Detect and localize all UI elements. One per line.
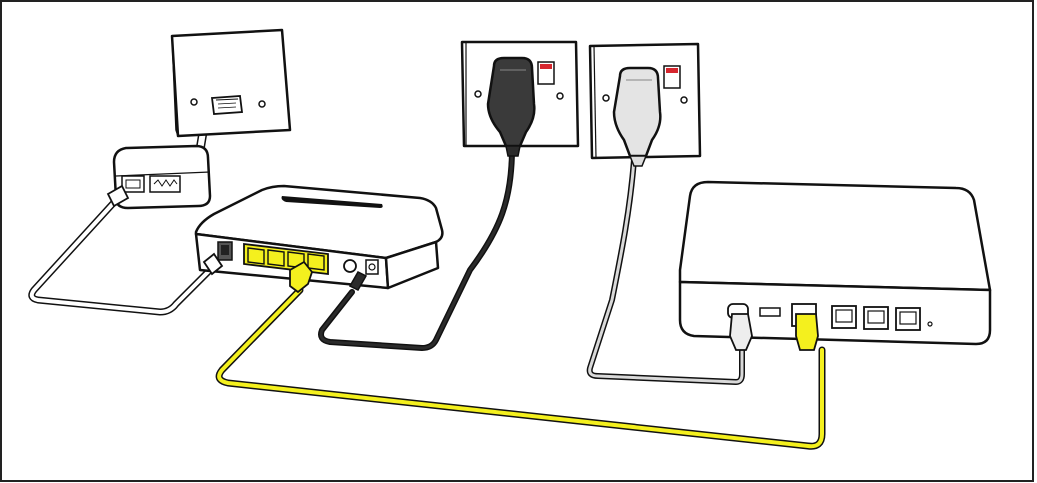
ethernet-cable: [215, 286, 826, 450]
router-power-cable: [318, 145, 515, 351]
dsl-filter: [106, 144, 212, 210]
ethernet-plug-router: [289, 260, 314, 294]
hub-power-cable: [586, 157, 745, 385]
light-power-plug: [612, 66, 662, 167]
adsl-router: [194, 184, 444, 291]
dsl-plug: [202, 252, 224, 276]
hub-device: [678, 180, 992, 346]
ethernet-plug-hub: [795, 313, 819, 351]
phone-wall-socket: [170, 28, 292, 138]
dark-power-plug: [486, 56, 536, 157]
hub-power-plug: [729, 313, 753, 351]
dsl-line-cable: [28, 194, 216, 316]
